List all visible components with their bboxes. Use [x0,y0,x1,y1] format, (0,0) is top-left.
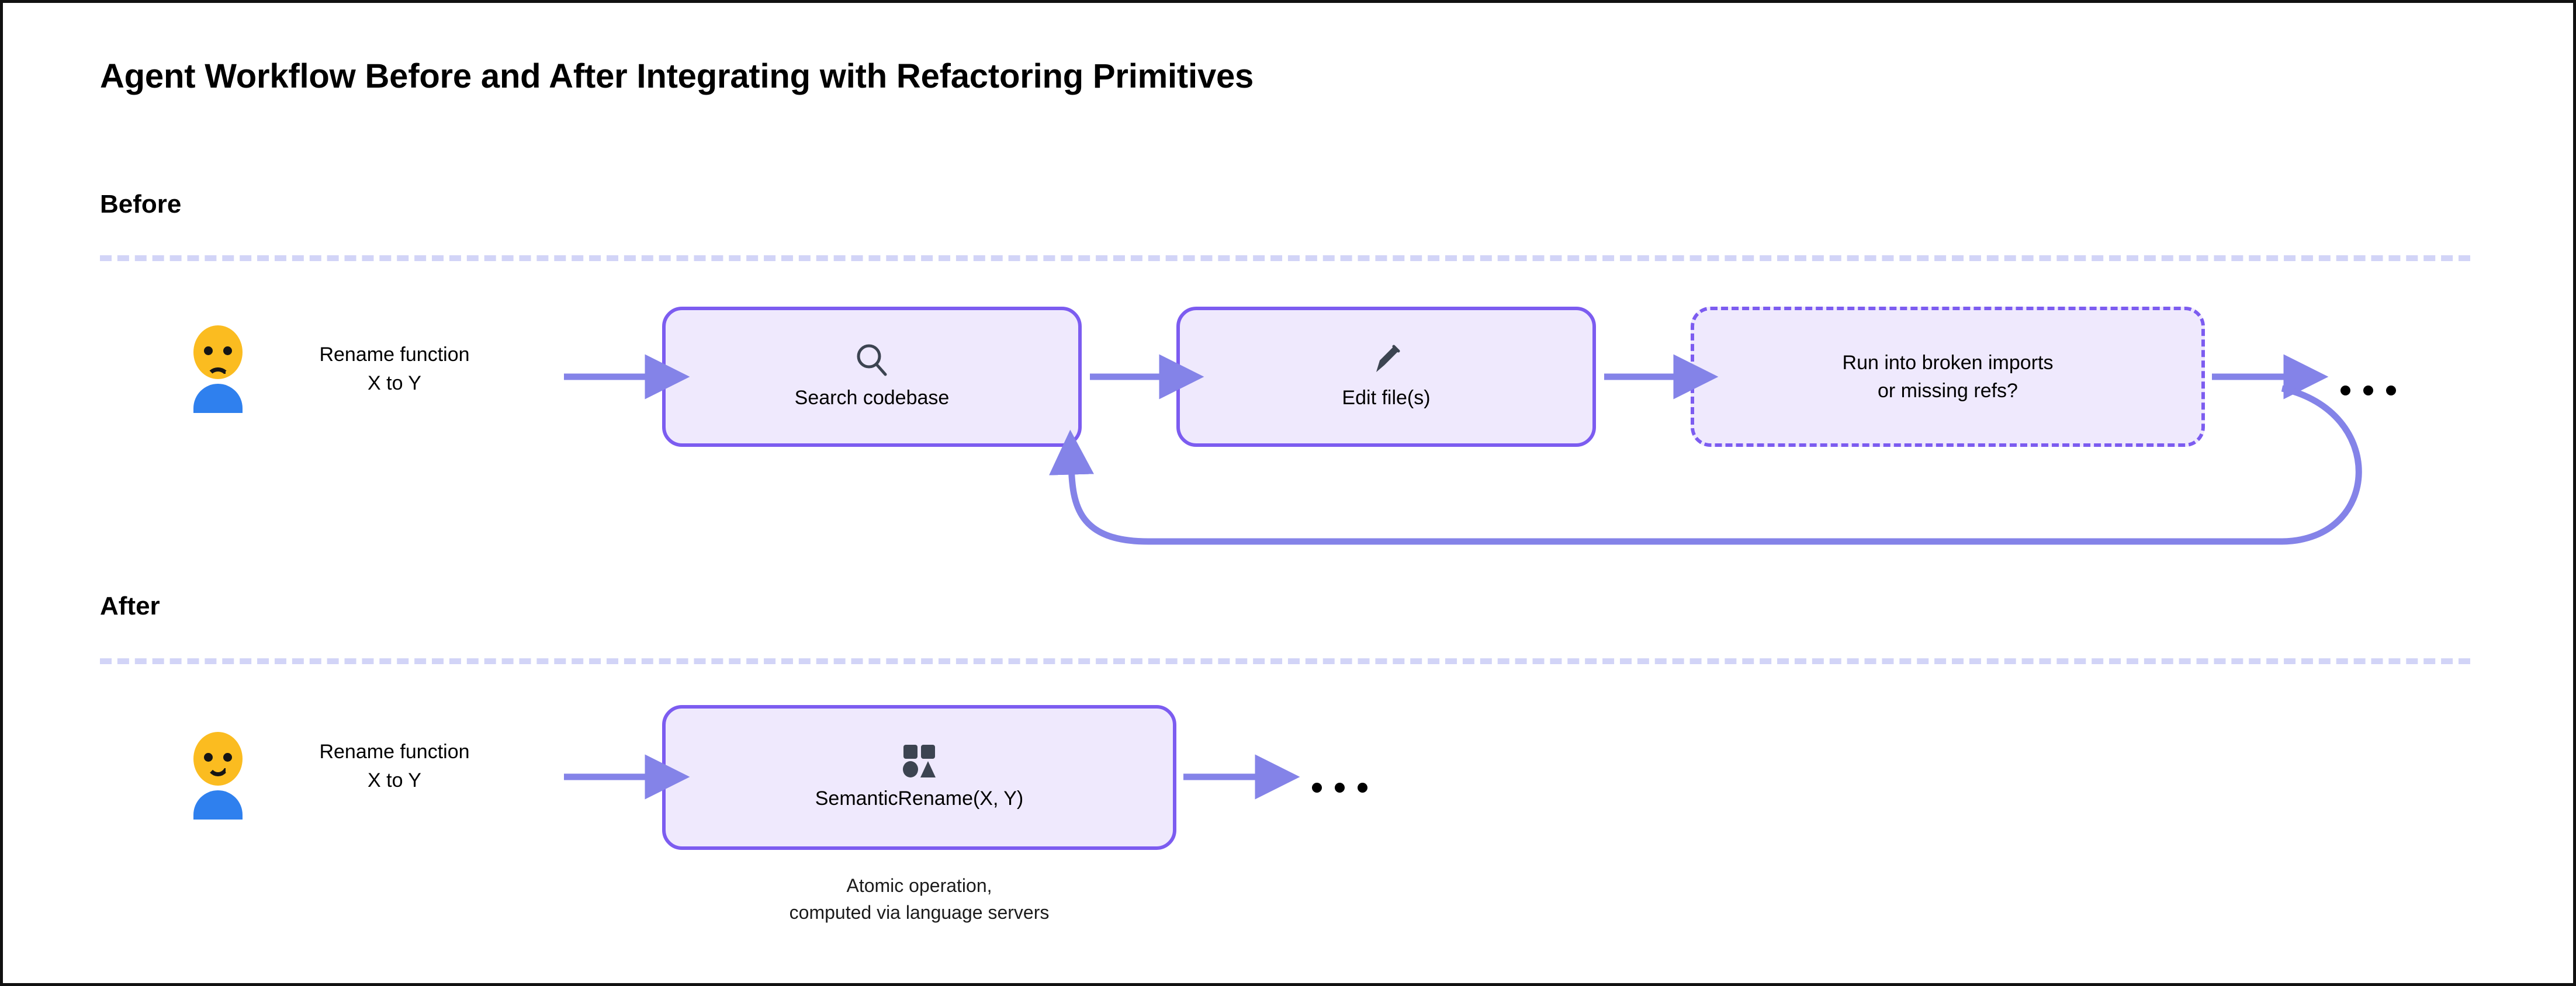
happy-person-icon [189,732,247,820]
section-label-before: Before [100,190,182,218]
section-divider-after [100,658,2470,664]
emoji-mouth-frown [206,367,230,378]
pencil-icon [1368,342,1404,378]
shapes-grid-icon [900,742,939,779]
before-ellipsis [2340,386,2396,395]
magnifying-glass-icon [854,342,890,378]
emoji-eye-left [204,753,213,762]
after-actor-caption: Rename function X to Y [319,741,470,792]
node-label: SemanticRename(X, Y) [815,787,1024,810]
node-label: Edit file(s) [1342,386,1431,409]
section-label-after: After [100,592,160,620]
emoji-body [193,790,243,820]
node-label: Search codebase [794,386,950,409]
sad-person-icon [189,325,247,413]
before-actor-caption: Rename function X to Y [319,343,470,395]
node-semantic-rename[interactable]: SemanticRename(X, Y) [662,705,1176,850]
emoji-eye-right [223,753,232,762]
node-broken-imports[interactable]: Run into broken imports or missing refs? [1691,307,2205,447]
emoji-head [193,732,243,786]
emoji-eye-left [204,346,213,355]
emoji-body [193,384,243,413]
semantic-rename-subcaption: Atomic operation, computed via language … [789,875,1050,923]
section-divider-before [100,255,2470,261]
emoji-eye-right [223,346,232,355]
node-label: Run into broken imports or missing refs? [1842,351,2054,402]
emoji-mouth-smile [206,763,230,776]
after-ellipsis [1312,783,1367,793]
node-search-codebase[interactable]: Search codebase [662,307,1082,447]
page-title: Agent Workflow Before and After Integrat… [100,57,1254,95]
node-edit-files[interactable]: Edit file(s) [1176,307,1596,447]
connector-layer [564,354,2362,800]
